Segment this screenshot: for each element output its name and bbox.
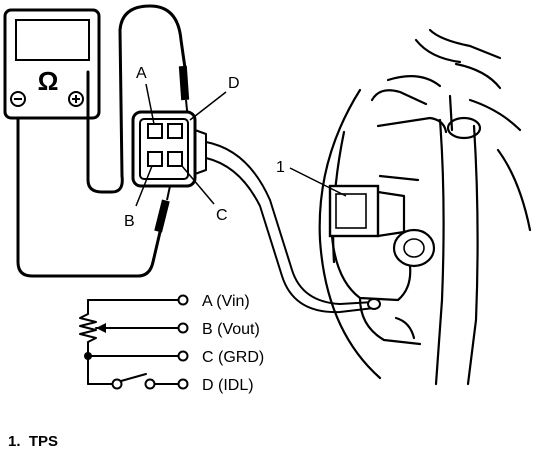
terminal-c <box>167 151 183 167</box>
negative-terminal-icon <box>10 91 26 107</box>
connector-label-d: D <box>228 75 240 92</box>
terminal-a <box>147 123 163 139</box>
connector-label-b: B <box>124 213 135 230</box>
throttle-body-illustration <box>289 28 532 386</box>
harness-cable <box>205 141 375 314</box>
terminal-d <box>167 123 183 139</box>
figure-caption: 1. TPS <box>8 433 58 450</box>
tps-callout-number: 1 <box>276 159 285 176</box>
ohm-symbol: Ω <box>38 66 59 96</box>
circuit-label-a: A (Vin) <box>202 293 250 310</box>
terminal-b <box>147 151 163 167</box>
circuit-label-c: C (GRD) <box>202 349 264 366</box>
connector-label-a: A <box>136 65 147 82</box>
tps-circuit-schematic <box>79 294 189 390</box>
ohmmeter: Ω <box>3 8 101 120</box>
positive-terminal-icon <box>68 91 84 107</box>
tps-connector <box>131 83 227 207</box>
circuit-label-b: B (Vout) <box>202 321 260 338</box>
negative-lead <box>16 116 162 278</box>
positive-lead <box>86 4 187 194</box>
connector-label-c: C <box>216 207 228 224</box>
circuit-label-d: D (IDL) <box>202 377 254 394</box>
